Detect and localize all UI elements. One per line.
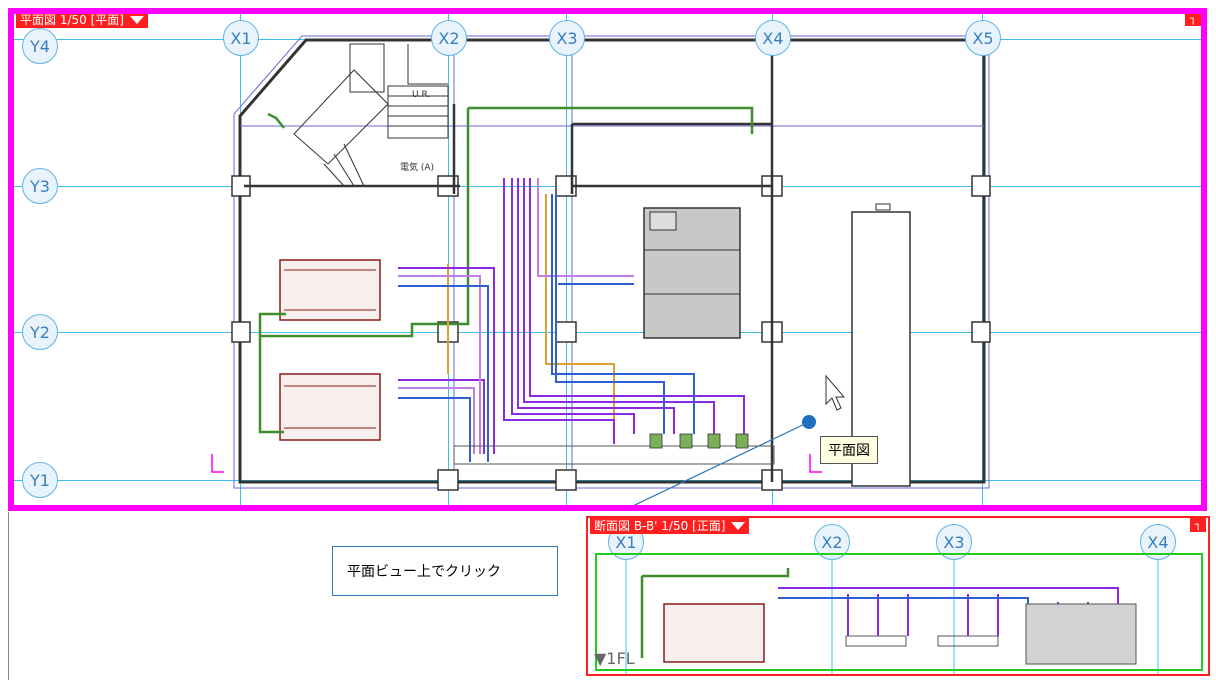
grid-line-x2 xyxy=(448,14,449,505)
plan-view-title: 平面図 1/50 [平面] xyxy=(20,13,124,27)
grid-bubble-y1: Y1 xyxy=(22,462,58,498)
floor-plan-drawing xyxy=(211,35,991,505)
grid-bubble-x4: X4 xyxy=(755,20,791,56)
instruction-callout: 平面ビュー上でクリック xyxy=(332,546,558,596)
left-pane-divider xyxy=(8,512,9,680)
grid-bubble-x1: X1 xyxy=(223,20,259,56)
plan-view-title-bar[interactable]: 平面図 1/50 [平面] xyxy=(16,13,148,28)
grid-line-y2 xyxy=(14,332,1201,333)
plan-view[interactable]: 平面図 1/50 [平面] ┐ X1 X2 X3 X4 X5 Y4 Y3 Y2 … xyxy=(8,8,1207,511)
grid-bubble-y3: Y3 xyxy=(22,168,58,204)
section-view-title: 断面図 B-B' 1/50 [正面] xyxy=(594,519,726,533)
room-label-ur: U.R. xyxy=(412,90,431,100)
instruction-callout-text: 平面ビュー上でクリック xyxy=(347,564,501,580)
pin-icon[interactable]: ┐ xyxy=(1185,14,1201,26)
grid-bubble-x5: X5 xyxy=(965,20,1001,56)
section-drawing xyxy=(595,553,1203,674)
chevron-down-icon[interactable] xyxy=(129,16,144,24)
view-tooltip: 平面図 xyxy=(820,436,878,464)
grid-bubble-y4: Y4 xyxy=(22,28,58,64)
pin-icon[interactable]: ┐ xyxy=(1190,518,1206,532)
section-view[interactable]: 断面図 B-B' 1/50 [正面] ┐ X1 X2 X3 X4 ▼1FL xyxy=(586,516,1210,676)
level-marker-1fl: ▼1FL xyxy=(594,649,635,668)
room-label-electric: 電気 (A) xyxy=(400,163,435,173)
section-view-title-bar[interactable]: 断面図 B-B' 1/50 [正面] xyxy=(590,518,750,534)
grid-bubble-x2: X2 xyxy=(431,20,467,56)
grid-bubble-x3: X3 xyxy=(549,20,585,56)
chevron-down-icon[interactable] xyxy=(731,522,746,530)
grid-line-x3 xyxy=(566,14,567,505)
grid-bubble-y2: Y2 xyxy=(22,314,58,350)
